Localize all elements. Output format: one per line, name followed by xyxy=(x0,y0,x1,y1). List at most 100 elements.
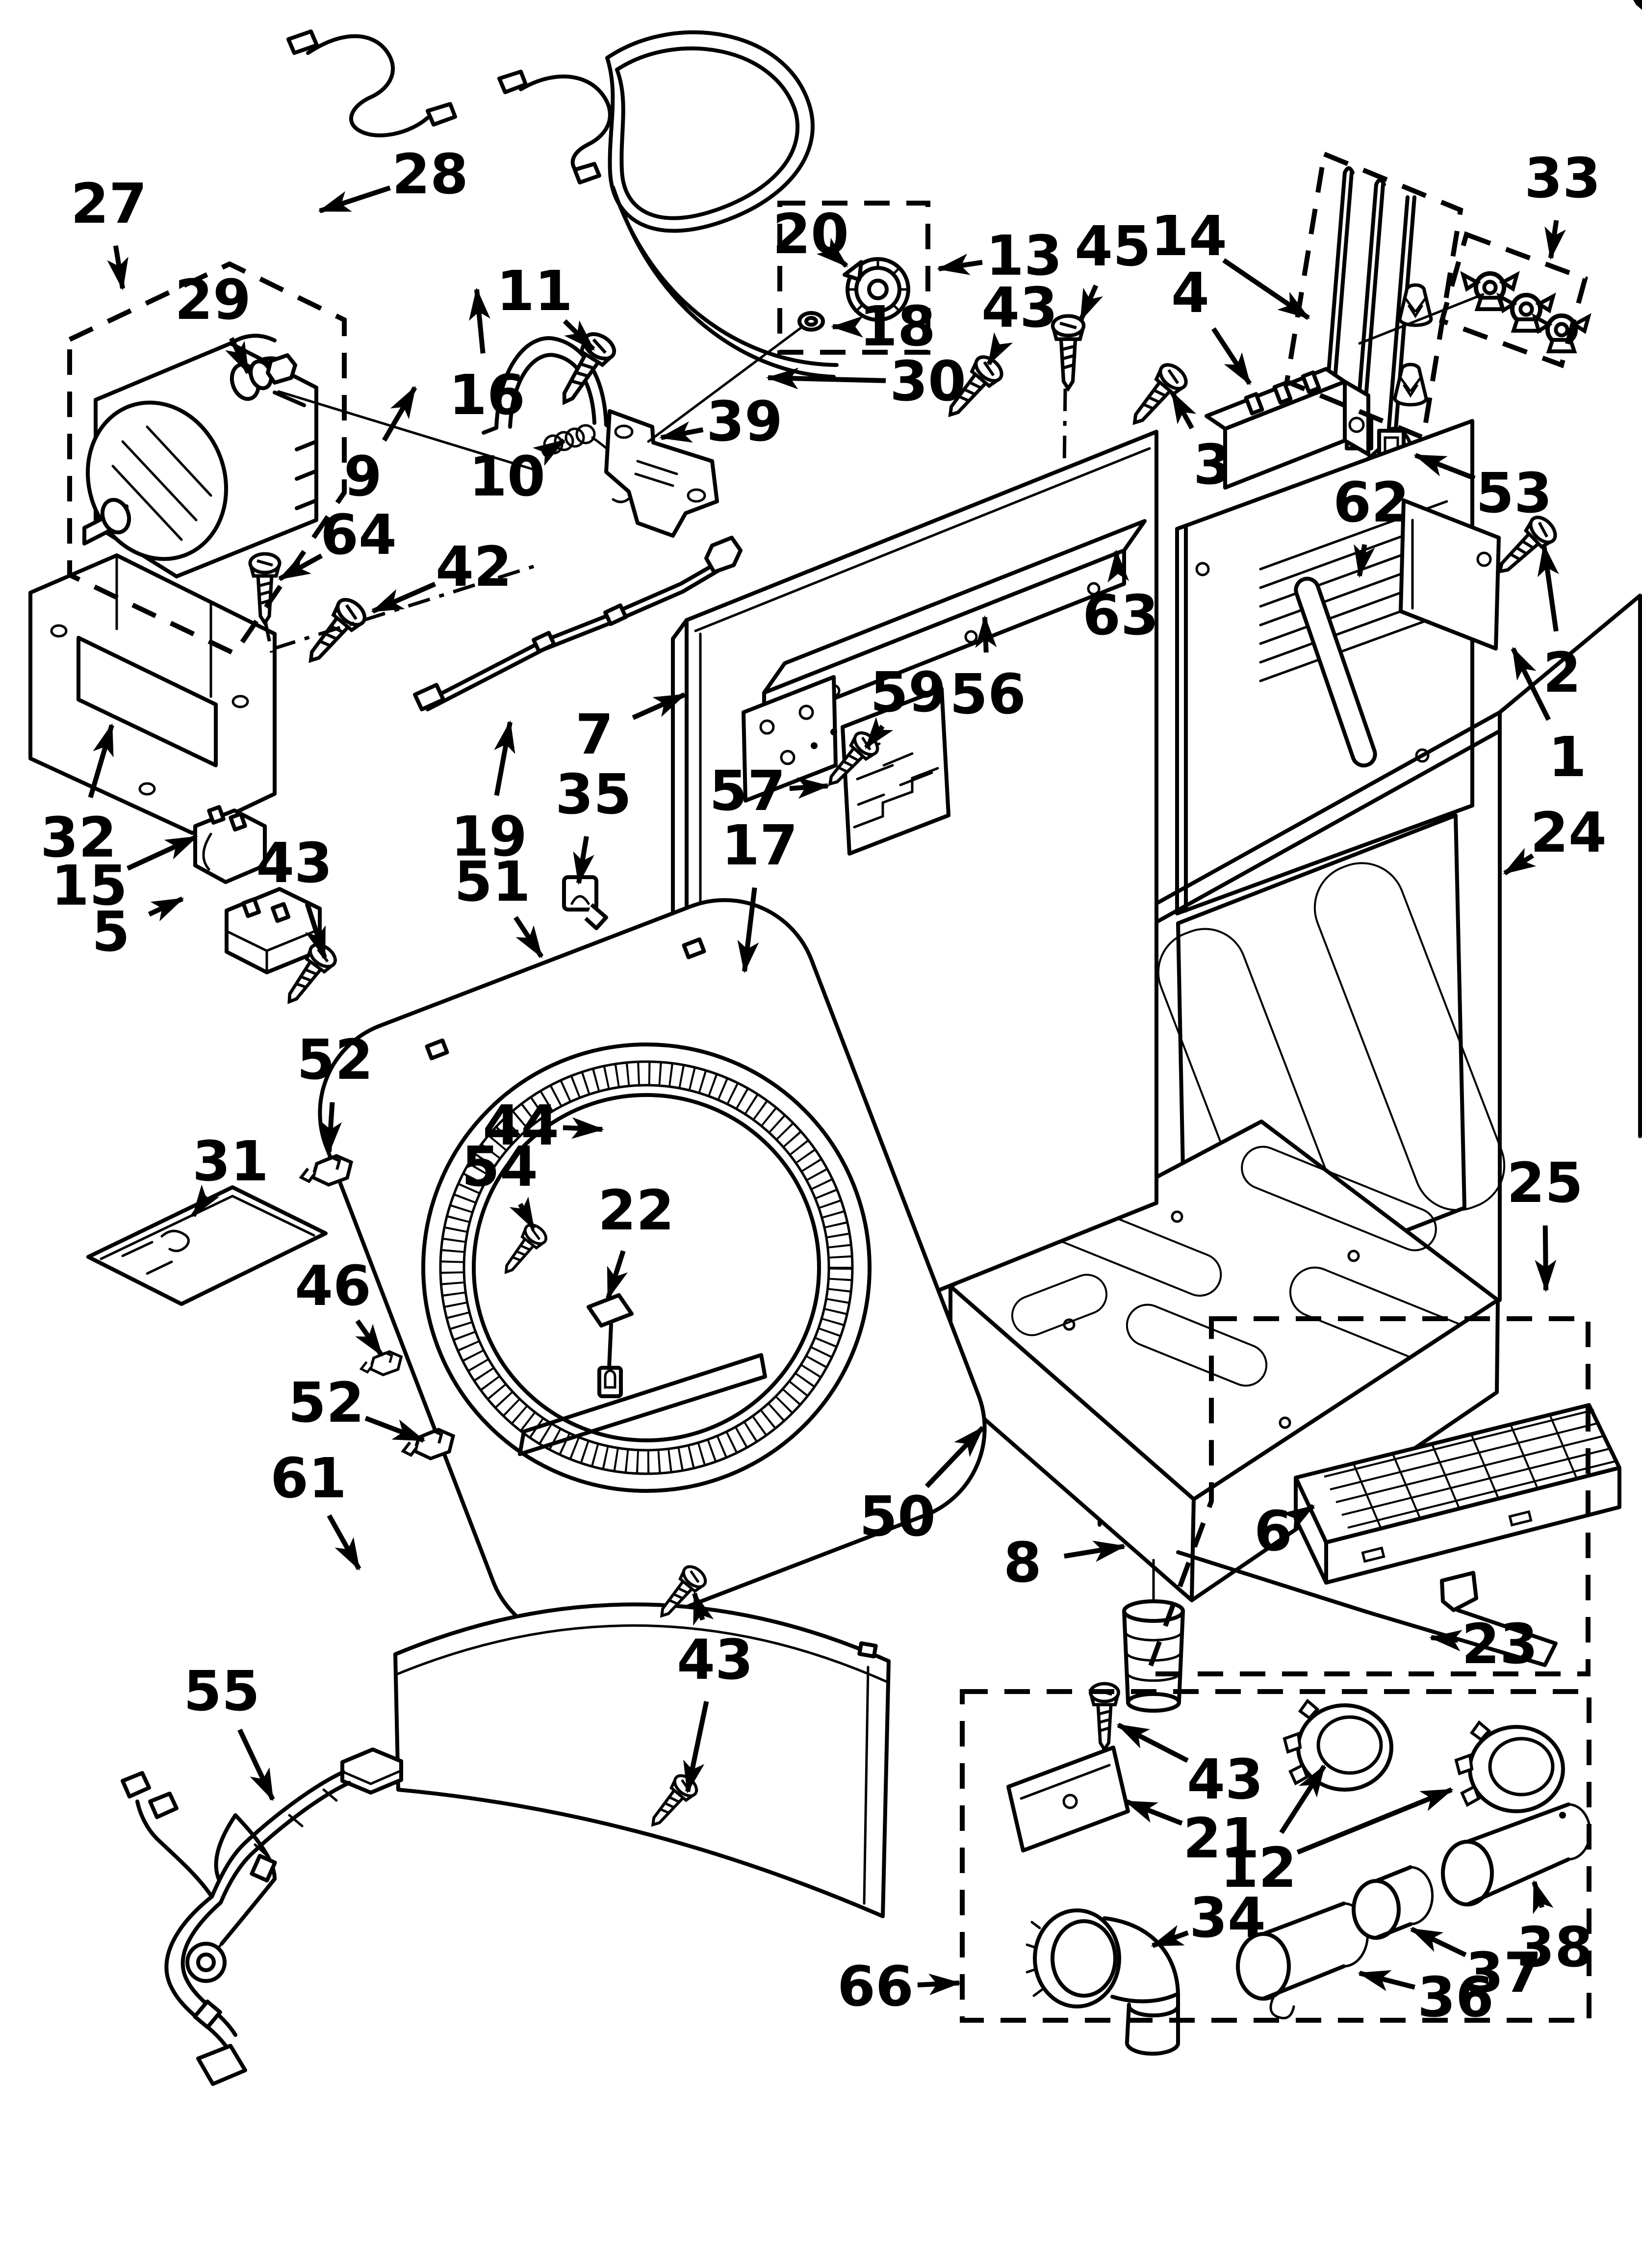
clip-35 xyxy=(562,875,608,930)
leader-57 xyxy=(789,777,830,799)
kit-box-66 xyxy=(960,1689,1591,2023)
callout-21: 21 xyxy=(1183,1807,1259,1871)
leader-7 xyxy=(632,692,687,720)
kit-box-27 xyxy=(67,261,347,657)
leader-54 xyxy=(509,1197,536,1230)
leader-5 xyxy=(148,896,184,922)
callout-56: 56 xyxy=(949,663,1026,727)
leader-34 xyxy=(1151,1925,1189,1948)
leader-36 xyxy=(1358,1970,1415,1991)
leader-4 xyxy=(1211,327,1252,386)
leader-61 xyxy=(327,1514,361,1571)
screw-64 xyxy=(250,554,280,623)
callout-11: 11 xyxy=(496,260,573,323)
toe-panel-61 xyxy=(393,1602,891,1918)
leader-35 xyxy=(573,836,594,885)
callout-2: 2 xyxy=(1543,641,1581,705)
callout-43: 43 xyxy=(1187,1748,1263,1812)
leader-43 xyxy=(683,1701,709,1794)
leader-43 xyxy=(1116,1722,1189,1763)
leader-24 xyxy=(1503,848,1537,876)
callout-54: 54 xyxy=(462,1135,538,1199)
cover-plate-1 xyxy=(1399,498,1501,651)
callout-31: 31 xyxy=(192,1130,269,1194)
leader-3 xyxy=(1170,391,1197,430)
callout-44: 44 xyxy=(483,1094,559,1158)
terminal-block-4 xyxy=(1205,367,1370,490)
leader-11 xyxy=(563,319,595,351)
callout-34: 34 xyxy=(1189,1886,1266,1950)
callout-46: 46 xyxy=(295,1254,371,1318)
leader-63 xyxy=(1107,549,1129,583)
leader-44 xyxy=(563,1117,604,1139)
callout-52: 52 xyxy=(297,1028,373,1092)
callout-32: 32 xyxy=(40,806,117,870)
vent-ring-37 xyxy=(1352,1865,1434,1940)
exhaust-kit-66 xyxy=(1006,1684,1591,2056)
leader-55 xyxy=(237,1728,275,1801)
leader-13 xyxy=(937,254,983,275)
callout-59: 59 xyxy=(870,661,947,725)
vent-elbow-34 xyxy=(1026,1908,1180,2056)
kit-box-33 xyxy=(1438,231,1589,368)
callout-14: 14 xyxy=(1151,205,1227,268)
leader-28 xyxy=(318,185,391,213)
callout-62: 62 xyxy=(1333,471,1410,535)
leader-2 xyxy=(1537,544,1559,632)
callout-37: 37 xyxy=(1465,1941,1542,2005)
callout-12: 12 xyxy=(1220,1836,1297,1900)
callout-16: 16 xyxy=(449,364,525,427)
leader-23 xyxy=(1429,1630,1462,1652)
sensor-wire-19 xyxy=(413,536,743,711)
callout-28: 28 xyxy=(392,143,468,207)
vent-cap-12a xyxy=(1284,1701,1391,1790)
leader-52 xyxy=(320,1102,342,1154)
callout-9: 9 xyxy=(344,445,382,509)
leader-32 xyxy=(88,723,114,798)
leader-64 xyxy=(278,553,323,581)
callout-33: 33 xyxy=(1524,147,1601,210)
leader-30 xyxy=(766,367,886,390)
leader-43 xyxy=(692,1591,714,1626)
adapter-plate-21 xyxy=(1006,1746,1130,1852)
access-cover-31 xyxy=(86,1185,328,1306)
callout-27: 27 xyxy=(71,172,147,236)
wire-harness-16 xyxy=(497,70,612,184)
leader-38 xyxy=(1532,1880,1554,1914)
leader-50 xyxy=(924,1426,985,1488)
callout-4: 4 xyxy=(1171,261,1209,325)
vent-tube-38 xyxy=(1441,1802,1591,1906)
page-corner-artifact xyxy=(1633,0,1642,10)
callout-53: 53 xyxy=(1476,462,1552,525)
callout-52: 52 xyxy=(288,1371,364,1435)
callout-13: 13 xyxy=(986,224,1062,288)
leader-22 xyxy=(606,1250,628,1300)
leader-39 xyxy=(659,421,704,443)
callout-35: 35 xyxy=(555,763,632,827)
leader-12 xyxy=(1279,1764,1327,1834)
callout-66: 66 xyxy=(837,1955,914,2019)
door-bulkhead-51 xyxy=(318,898,987,1643)
leader-45 xyxy=(1078,284,1103,322)
screen-retainer-wire-23 xyxy=(1176,1550,1558,1667)
wire-nuts-33 xyxy=(1358,273,1589,351)
leader-14 xyxy=(1222,258,1310,320)
leader-43 xyxy=(986,332,1013,366)
leader-12 xyxy=(1296,1787,1454,1855)
callout-8: 8 xyxy=(1003,1531,1042,1595)
leader-17 xyxy=(737,887,759,973)
leader-20 xyxy=(816,237,848,268)
callout-43: 43 xyxy=(677,1628,753,1692)
callout-38: 38 xyxy=(1516,1916,1593,1980)
callout-22: 22 xyxy=(598,1179,674,1243)
callout-43: 43 xyxy=(256,832,333,895)
main-harness-55 xyxy=(121,1747,403,2086)
motor-bracket-32 xyxy=(28,553,277,835)
callout-61: 61 xyxy=(270,1447,347,1511)
callout-3: 3 xyxy=(1193,433,1232,497)
switch-15 xyxy=(193,805,267,884)
vent-cap-12b xyxy=(1456,1722,1563,1811)
